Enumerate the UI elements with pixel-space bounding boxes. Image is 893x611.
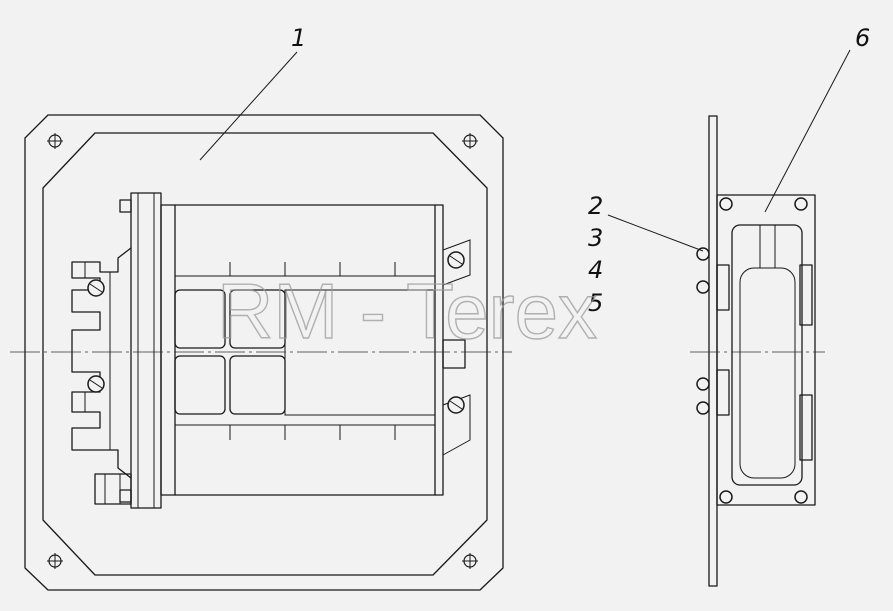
connector-flange <box>119 192 162 509</box>
callout-2: 2 <box>588 192 603 220</box>
side-bolts <box>696 197 808 504</box>
side-housing <box>716 194 816 506</box>
side-view <box>690 115 825 587</box>
terminal-block <box>71 247 132 505</box>
corner-holes <box>47 133 478 569</box>
mounting-plate-inner-border <box>42 132 488 576</box>
callout-6: 6 <box>855 24 870 52</box>
callout-4: 4 <box>588 256 603 284</box>
front-bolts <box>87 251 465 414</box>
callout-3: 3 <box>588 224 603 252</box>
callout-1: 1 <box>291 24 306 52</box>
mounting-plate-outline <box>24 114 504 591</box>
callout-5: 5 <box>588 289 603 317</box>
watermark-text: RM - Terex <box>217 267 597 355</box>
relay-body <box>160 204 471 496</box>
leader-lines <box>199 49 851 252</box>
side-plate <box>708 115 718 587</box>
front-view <box>10 114 512 591</box>
